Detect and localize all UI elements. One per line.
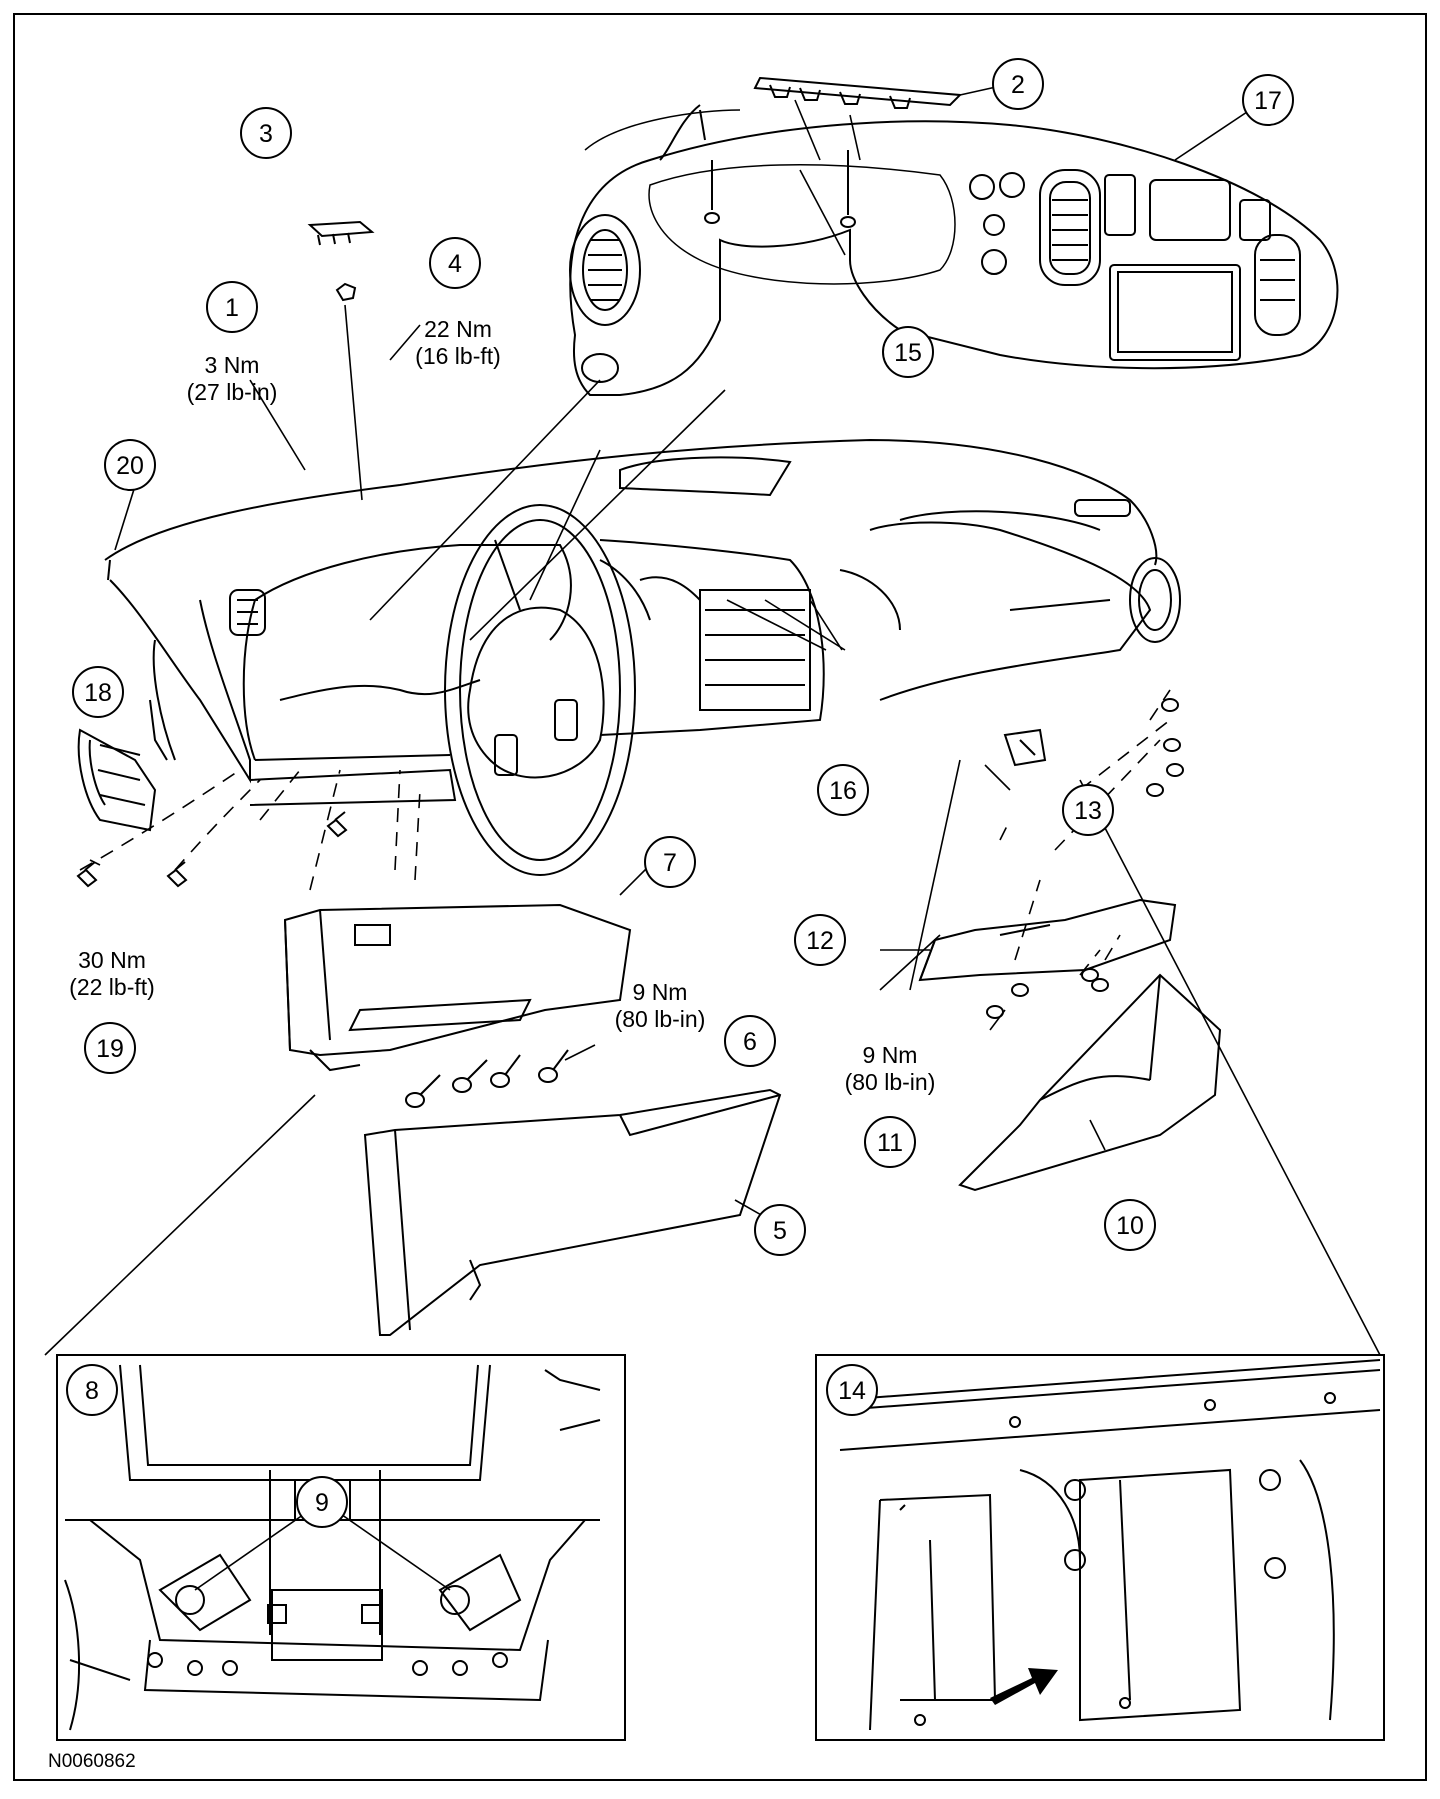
- callout-circle-20: [104, 439, 156, 491]
- callout-number-19: 19: [96, 1035, 124, 1063]
- callout-17: 17: [1242, 74, 1294, 126]
- torque-19-metric: 30 Nm: [78, 947, 146, 973]
- callout-12: 12: [794, 914, 846, 966]
- knee-bolster-bracket: [283, 903, 632, 1072]
- cover-clip: [307, 220, 375, 302]
- inset-8-leaders: [194, 1509, 451, 1591]
- callout-10: 10: [1104, 1199, 1156, 1251]
- detail-inset-14: [815, 1354, 1385, 1741]
- callout-circle-8: [66, 1364, 118, 1416]
- callout-8: 8: [66, 1364, 118, 1416]
- callout-circle-18: [72, 666, 124, 718]
- callout-2: 2: [992, 58, 1044, 110]
- torque-1-imperial: (27 lb-in): [187, 379, 278, 405]
- callout-1: 1: [206, 281, 258, 333]
- direction-arrow: [990, 1668, 1058, 1705]
- callout-number-6: 6: [743, 1028, 757, 1056]
- torque-11-metric: 9 Nm: [863, 1042, 918, 1068]
- callout-number-20: 20: [116, 452, 144, 480]
- bracket-18: [77, 728, 157, 832]
- callout-15: 15: [882, 326, 934, 378]
- callout-14: 14: [826, 1364, 878, 1416]
- callout-11: 11: [864, 1116, 916, 1168]
- callout-circle-17: [1242, 74, 1294, 126]
- bolt-set-6: [405, 1049, 569, 1108]
- defroster-grille: [753, 76, 963, 109]
- callout-circle-16: [817, 764, 869, 816]
- callout-number-7: 7: [663, 849, 677, 877]
- callout-circle-6: [724, 1015, 776, 1067]
- torque-6-metric: 9 Nm: [633, 979, 688, 1005]
- callout-13: 13: [1062, 784, 1114, 836]
- callout-circle-9: [296, 1476, 348, 1528]
- callout-20: 20: [104, 439, 156, 491]
- callout-5: 5: [754, 1204, 806, 1256]
- callout-number-17: 17: [1254, 87, 1282, 115]
- bolt-set-11: [986, 968, 1109, 1019]
- callout-4: 4: [429, 237, 481, 289]
- callout-number-11: 11: [877, 1129, 903, 1157]
- torque-6-imperial: (80 lb-in): [615, 1006, 706, 1032]
- glove-box-door: [958, 973, 1222, 1192]
- torque-19-imperial: (22 lb-ft): [69, 974, 155, 1000]
- callout-number-2: 2: [1011, 71, 1025, 99]
- callout-circle-12: [794, 914, 846, 966]
- callout-circle-11: [864, 1116, 916, 1168]
- callout-circle-15: [882, 326, 934, 378]
- bolt-set-15: [704, 150, 856, 228]
- glove-box-bracket-12: [918, 898, 1177, 982]
- outer-frame: [13, 13, 1427, 1781]
- instrument-panel-finish-panel: [569, 104, 1339, 396]
- callout-6: 6: [724, 1015, 776, 1067]
- callout-9: 9: [296, 1476, 348, 1528]
- callout-circle-3: [240, 107, 292, 159]
- callout-number-3: 3: [259, 120, 273, 148]
- knee-bolster: [363, 1088, 782, 1336]
- callout-circle-5: [754, 1204, 806, 1256]
- callout-circle-4: [429, 237, 481, 289]
- instrument-panel: [104, 438, 1181, 806]
- steering-wheel: [444, 504, 636, 876]
- torque-1-metric: 3 Nm: [205, 352, 260, 378]
- figure-id: N0060862: [48, 1751, 136, 1772]
- callout-circle-19: [84, 1022, 136, 1074]
- callout-number-18: 18: [84, 679, 112, 707]
- latch-13: [1003, 698, 1184, 797]
- callout-circle-7: [644, 836, 696, 888]
- callout-3: 3: [240, 107, 292, 159]
- callout-circle-14: [826, 1364, 878, 1416]
- callout-circle-1: [206, 281, 258, 333]
- torque-4-imperial: (16 lb-ft): [415, 343, 501, 369]
- callout-number-8: 8: [85, 1377, 99, 1405]
- leader-lines: [44, 84, 1381, 1356]
- callout-16: 16: [817, 764, 869, 816]
- callout-number-12: 12: [806, 927, 834, 955]
- callout-circle-2: [992, 58, 1044, 110]
- callout-number-10: 10: [1116, 1212, 1144, 1240]
- callout-number-14: 14: [838, 1377, 866, 1405]
- callout-number-9: 9: [315, 1489, 329, 1517]
- callout-18: 18: [72, 666, 124, 718]
- callout-circle-10: [1104, 1199, 1156, 1251]
- torque-4-metric: 22 Nm: [424, 316, 492, 342]
- callout-circle-13: [1062, 784, 1114, 836]
- bolt-set-19: [76, 811, 348, 888]
- callout-19: 19: [84, 1022, 136, 1074]
- callout-number-15: 15: [894, 339, 922, 367]
- torque-11-imperial: (80 lb-in): [845, 1069, 936, 1095]
- callout-7: 7: [644, 836, 696, 888]
- callout-number-16: 16: [829, 777, 857, 805]
- callout-number-5: 5: [773, 1217, 787, 1245]
- detail-inset-8: [56, 1354, 626, 1741]
- callout-number-1: 1: [225, 294, 239, 322]
- callout-number-13: 13: [1074, 797, 1102, 825]
- callout-number-4: 4: [448, 250, 462, 278]
